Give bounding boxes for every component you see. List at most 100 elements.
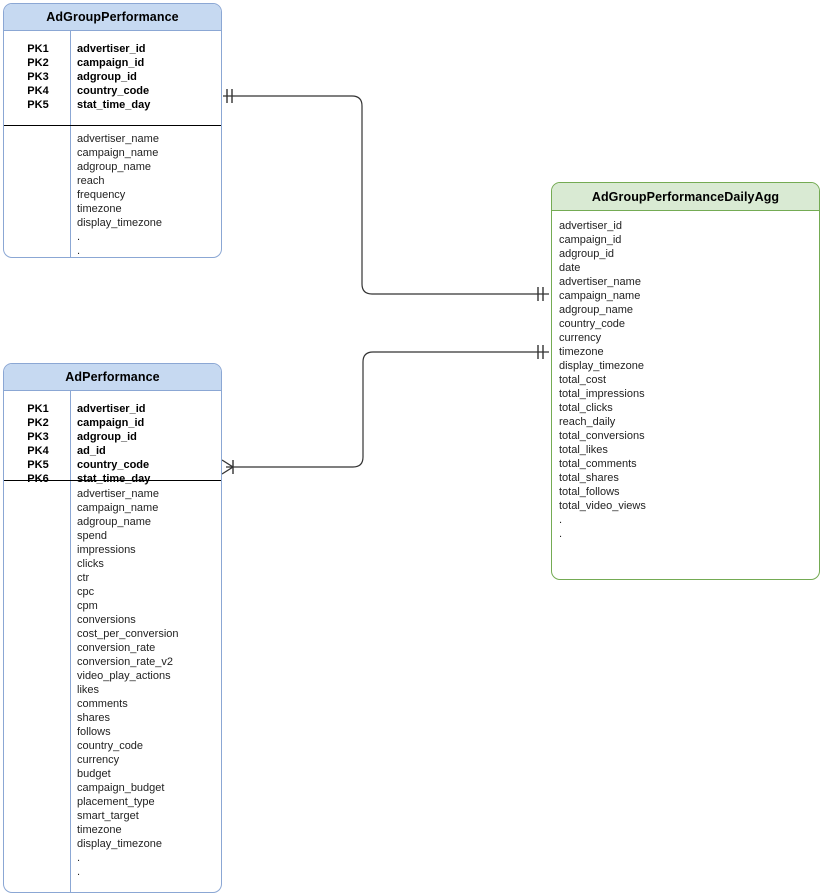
- pk-field: adgroup_id: [77, 431, 137, 443]
- pk-label: PK5: [27, 99, 49, 111]
- attribute-field: cpm: [77, 600, 98, 612]
- attribute-field: placement_type: [77, 796, 155, 808]
- pk-label: PK5: [27, 459, 49, 471]
- attribute-field: country_code: [559, 318, 626, 330]
- attribute-field: timezone: [77, 203, 122, 215]
- attribute-field: display_timezone: [559, 360, 644, 372]
- cardinality-one-and-only-one: [226, 89, 233, 103]
- key-attribute-divider: [4, 480, 221, 481]
- pk-label: PK1: [27, 43, 49, 55]
- pk-label: PK2: [27, 57, 49, 69]
- attribute-field: total_follows: [559, 486, 620, 498]
- pk-field: adgroup_id: [77, 71, 137, 83]
- continuation-dot: .: [77, 245, 81, 257]
- attribute-field: total_likes: [559, 444, 608, 456]
- continuation-dot: .: [77, 866, 81, 878]
- attribute-field: country_code: [77, 740, 144, 752]
- column-divider: [70, 391, 71, 892]
- entity-adgroup-performance-daily-agg[interactable]: AdGroupPerformanceDailyAgg advertiser_id…: [551, 182, 820, 580]
- entity-title: AdPerformance: [4, 364, 221, 391]
- attribute-field: conversion_rate: [77, 642, 156, 654]
- attribute-field: comments: [77, 698, 128, 710]
- cardinality-one-and-only-one: [537, 287, 544, 301]
- pk-label: PK4: [27, 85, 49, 97]
- attribute-field: campaign_name: [559, 290, 641, 302]
- continuation-dot: .: [559, 528, 563, 540]
- entity-body: advertiser_id campaign_id adgroup_id dat…: [552, 211, 819, 579]
- attribute-field: total_conversions: [559, 430, 645, 442]
- attribute-field: campaign_name: [77, 147, 159, 159]
- pk-label: PK3: [27, 71, 49, 83]
- primary-key-fields: advertiser_id campaign_id adgroup_id cou…: [70, 31, 221, 112]
- pk-field: country_code: [77, 459, 150, 471]
- cardinality-one-and-only-one: [537, 345, 544, 359]
- entity-body: PK1 PK2 PK3 PK4 PK5 PK6 advertiser_id ca…: [4, 391, 221, 892]
- primary-key-labels: PK1 PK2 PK3 PK4 PK5: [4, 31, 70, 112]
- pk-field: stat_time_day: [77, 99, 151, 111]
- attribute-field: advertiser_name: [77, 133, 159, 145]
- attribute-field: frequency: [77, 189, 126, 201]
- attribute-field: adgroup_id: [559, 248, 615, 260]
- attribute-field: total_shares: [559, 472, 619, 484]
- attribute-field: timezone: [77, 824, 122, 836]
- pk-label: PK2: [27, 417, 49, 429]
- cardinality-many: [221, 459, 235, 475]
- attribute-field: advertiser_id: [559, 220, 622, 232]
- entity-title: AdGroupPerformanceDailyAgg: [552, 183, 819, 211]
- attribute-field: impressions: [77, 544, 136, 556]
- attribute-field: smart_target: [77, 810, 139, 822]
- attribute-field: clicks: [77, 558, 104, 570]
- attribute-field: reach: [77, 175, 105, 187]
- attribute-field: likes: [77, 684, 100, 696]
- column-divider: [70, 31, 71, 257]
- attribute-field: video_play_actions: [77, 670, 171, 682]
- entity-body: PK1 PK2 PK3 PK4 PK5 advertiser_id campai…: [4, 31, 221, 257]
- attribute-field: total_comments: [559, 458, 637, 470]
- pk-field: campaign_id: [77, 57, 145, 69]
- attribute-field: total_cost: [559, 374, 607, 386]
- attribute-field: total_clicks: [559, 402, 613, 414]
- attribute-field: campaign_budget: [77, 782, 165, 794]
- attribute-field: display_timezone: [77, 217, 162, 229]
- pk-label: PK1: [27, 403, 49, 415]
- entity-ad-performance[interactable]: AdPerformance PK1 PK2 PK3 PK4 PK5 PK6 ad…: [3, 363, 222, 893]
- attribute-field: adgroup_name: [559, 304, 634, 316]
- attribute-fields: advertiser_name campaign_name adgroup_na…: [70, 487, 221, 879]
- continuation-dot: .: [77, 231, 81, 243]
- continuation-dot: .: [559, 514, 563, 526]
- primary-key-labels: PK1 PK2 PK3 PK4 PK5 PK6: [4, 391, 70, 486]
- pk-field: country_code: [77, 85, 150, 97]
- relationship-adgroup-to-agg: [223, 89, 549, 301]
- attribute-field: currency: [559, 332, 602, 344]
- attribute-field: conversion_rate_v2: [77, 656, 174, 668]
- attribute-field: campaign_name: [77, 502, 159, 514]
- attribute-fields: advertiser_name campaign_name adgroup_na…: [70, 132, 221, 257]
- attribute-field: reach_daily: [559, 416, 616, 428]
- attribute-field: conversions: [77, 614, 136, 626]
- key-attribute-divider: [4, 125, 221, 126]
- entity-adgroup-performance[interactable]: AdGroupPerformance PK1 PK2 PK3 PK4 PK5 a…: [3, 3, 222, 258]
- pk-field: advertiser_id: [77, 43, 146, 55]
- entity-title: AdGroupPerformance: [4, 4, 221, 31]
- attribute-field: date: [559, 262, 581, 274]
- attribute-field: ctr: [77, 572, 90, 584]
- primary-key-fields: advertiser_id campaign_id adgroup_id ad_…: [70, 391, 221, 486]
- attribute-field: advertiser_name: [559, 276, 641, 288]
- attribute-field: advertiser_name: [77, 488, 159, 500]
- pk-field: advertiser_id: [77, 403, 146, 415]
- attribute-field: total_video_views: [559, 500, 646, 512]
- relationship-ad-to-agg: [221, 345, 549, 475]
- pk-label: PK6: [27, 473, 49, 485]
- attribute-field: follows: [77, 726, 111, 738]
- attribute-field: display_timezone: [77, 838, 162, 850]
- pk-field: campaign_id: [77, 417, 145, 429]
- attribute-field: adgroup_name: [77, 161, 152, 173]
- attribute-field: total_impressions: [559, 388, 645, 400]
- attribute-field: shares: [77, 712, 111, 724]
- attribute-field: cpc: [77, 586, 95, 598]
- attribute-field: cost_per_conversion: [77, 628, 179, 640]
- attribute-field: spend: [77, 530, 107, 542]
- continuation-dot: .: [77, 852, 81, 864]
- pk-label: PK3: [27, 431, 49, 443]
